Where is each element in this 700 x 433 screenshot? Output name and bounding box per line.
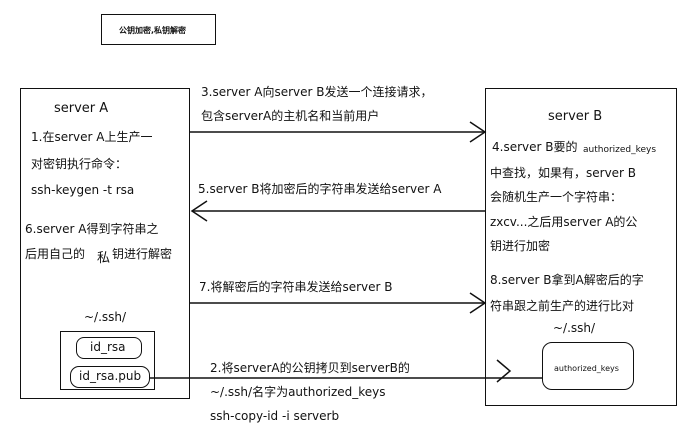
- server-b-ssh-dir: ~/.ssh/: [553, 321, 596, 335]
- server-a-step6-line2a: 后用自己的: [25, 247, 86, 261]
- server-b-step4-line3: 会随机生产一个字符串：: [490, 190, 623, 204]
- server-a-step6-line1: 6.server A得到字符串之: [25, 222, 159, 236]
- step5-label: 5.server B将加密后的字符串发送给server A: [198, 182, 442, 196]
- id-rsa-file: id_rsa: [76, 337, 142, 359]
- id-rsa-pub-file: id_rsa.pub: [70, 366, 150, 388]
- step3-label-line1: 3.server A向server B发送一个连接请求，: [201, 85, 433, 99]
- copy-key-head: [496, 359, 512, 383]
- server-a-key-folder: [60, 331, 155, 390]
- server-b-step4-line4: zxcv...之后用server A的公: [490, 215, 638, 229]
- authorized-keys-file: authorized_keys: [542, 342, 634, 390]
- id-rsa-label: id_rsa: [90, 340, 126, 354]
- server-b-step8-line2: 符串跟之前生产的进行比对: [490, 299, 635, 313]
- server-a-step1-line1: 1.在server A上生产一: [31, 130, 153, 144]
- server-a-box: [20, 88, 190, 399]
- arrow-step5-head: [190, 200, 208, 222]
- server-b-step4-line5: 钥进行加密: [490, 239, 551, 253]
- server-a-step1-line3: ssh-keygen -t rsa: [31, 183, 135, 197]
- step7-label: 7.将解密后的字符串发送给server B: [199, 280, 393, 294]
- diagram-title: 公钥加密,私钥解密: [119, 26, 187, 35]
- server-a-step1-line2: 对密钥执行命令：: [31, 157, 128, 171]
- step2-label-line2: ~/.ssh/名字为authorized_keys: [210, 385, 386, 399]
- server-b-step4-authorized-keys: authorized_keys: [583, 145, 657, 155]
- server-a-label: server A: [54, 101, 109, 116]
- server-b-step8-line1: 8.server B拿到A解密后的字: [490, 273, 644, 287]
- server-b-box: [485, 88, 677, 406]
- server-a-ssh-dir: ~/.ssh/: [84, 310, 127, 324]
- step2-label-line3: ssh-copy-id -i serverb: [210, 409, 340, 423]
- server-a-step6-private-char: 私: [97, 251, 111, 266]
- server-a-step6-line2b: 钥进行解密: [112, 247, 173, 261]
- step3-label-line2: 包含serverA的主机名和当前用户: [201, 109, 380, 123]
- server-b-label: server B: [548, 109, 603, 124]
- server-b-step4-prefix: 4.server B要的: [492, 140, 578, 154]
- step2-label-line1: 2.将serverA的公钥拷贝到serverB的: [210, 361, 410, 375]
- authorized-keys-label: authorized_keys: [554, 364, 619, 373]
- id-rsa-pub-label: id_rsa.pub: [79, 369, 142, 383]
- server-b-step4-line2: 中查找，如果有，server B: [490, 166, 637, 180]
- title-box: 公钥加密,私钥解密: [101, 14, 216, 45]
